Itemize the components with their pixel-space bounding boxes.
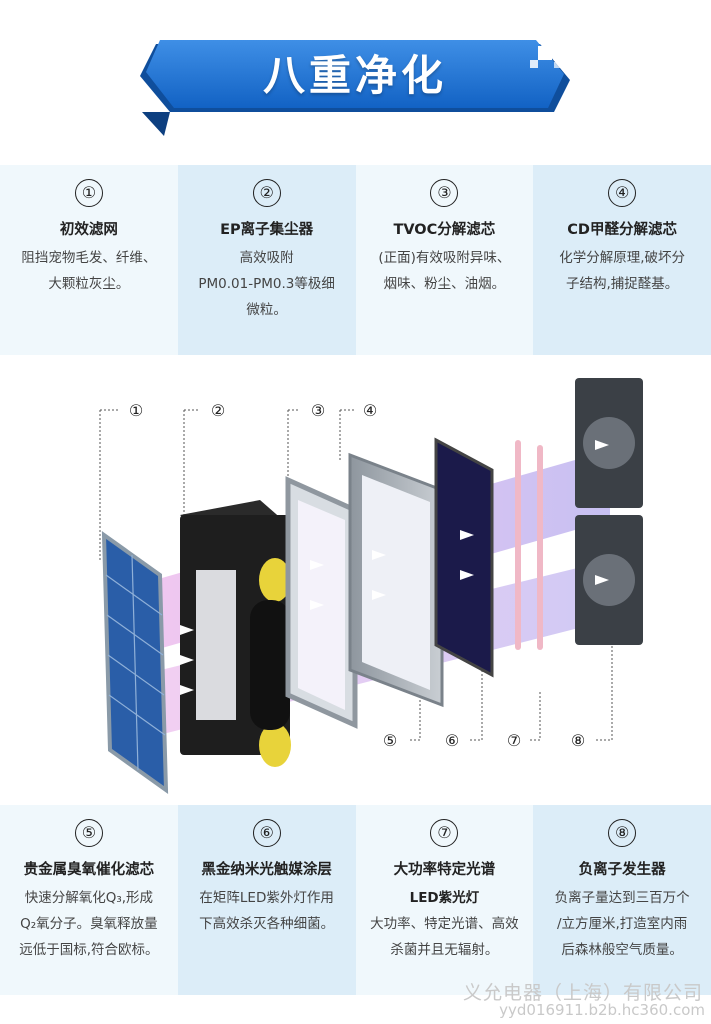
diagram-label-2: ② (211, 401, 225, 420)
feature-number: ③ (430, 179, 459, 207)
feature-title: EP离子集尘器 (220, 222, 314, 238)
feature-number: ⑥ (252, 819, 281, 847)
diagram-label-4: ④ (363, 401, 377, 420)
feature-number: ⑧ (608, 819, 637, 847)
feature-description: (正面)有效吸附异味、烟味、粉尘、油烟。 (378, 250, 511, 292)
feature-description: 阻挡宠物毛发、纤维、大颗粒灰尘。 (21, 250, 157, 292)
feature-title: 贵金属臭氧催化滤芯 (23, 862, 155, 878)
watermark-url: yyd016911.b2b.hc360.com (499, 1001, 705, 1019)
uv-lamp-tube (515, 440, 521, 650)
filter-5-catalyst (434, 437, 494, 678)
feature-number: ① (74, 179, 103, 207)
filter-exploded-diagram: ① ② ③ ④ ⑤ ⑥ ⑦ ⑧ (99, 378, 643, 794)
feature-card-1: ① 初效滤网 阻挡宠物毛发、纤维、大颗粒灰尘。 (0, 165, 178, 355)
feature-title: 大功率特定光谱 (393, 862, 496, 878)
feature-number: ⑤ (74, 819, 103, 847)
diagram-label-8: ⑧ (571, 731, 585, 750)
feature-title: 负离子发生器 (578, 862, 666, 878)
diagram-label-3: ③ (311, 401, 325, 420)
feature-description: 负离子量达到三百万个/立方厘米,打造室内雨后森林般空气质量。 (554, 890, 690, 958)
feature-number: ④ (608, 179, 637, 207)
diagram-label-5: ⑤ (383, 731, 397, 750)
feature-number: ② (252, 179, 281, 207)
feature-card-7: ⑦ 大功率特定光谱 LED紫光灯大功率、特定光谱、高效杀菌并且无辐射。 (355, 805, 534, 995)
feature-card-8: ⑧ 负离子发生器 负离子量达到三百万个/立方厘米,打造室内雨后森林般空气质量。 (533, 805, 711, 995)
feature-description: LED紫光灯大功率、特定光谱、高效杀菌并且无辐射。 (370, 890, 519, 958)
uv-lamp-tube (537, 445, 543, 650)
watermark-company: 义允电器（上海）有限公司 (462, 982, 703, 1004)
feature-description: 化学分解原理,破坏分子结构,捕捉醛基。 (559, 250, 686, 292)
page-title: 八重净化 (262, 51, 447, 100)
feature-card-4: ④ CD甲醛分解滤芯 化学分解原理,破坏分子结构,捕捉醛基。 (533, 165, 711, 355)
feature-card-3: ③ TVOC分解滤芯 (正面)有效吸附异味、烟味、粉尘、油烟。 (355, 165, 534, 355)
diagram-label-7: ⑦ (507, 731, 521, 750)
feature-title: CD甲醛分解滤芯 (567, 222, 677, 238)
diagram-label-6: ⑥ (445, 731, 459, 750)
diagram-label-1: ① (129, 401, 143, 420)
feature-card-6: ⑥ 黑金纳米光触媒涂层 在矩阵LED紫外灯作用下高效杀灭各种细菌。 (177, 805, 356, 995)
feature-number: ⑦ (430, 819, 459, 847)
feature-title: TVOC分解滤芯 (393, 222, 496, 238)
feature-title: 黑金纳米光触媒涂层 (201, 862, 332, 878)
title-banner (140, 40, 570, 136)
feature-title: 初效滤网 (59, 222, 118, 238)
feature-description: 在矩阵LED紫外灯作用下高效杀灭各种细菌。 (199, 890, 335, 932)
